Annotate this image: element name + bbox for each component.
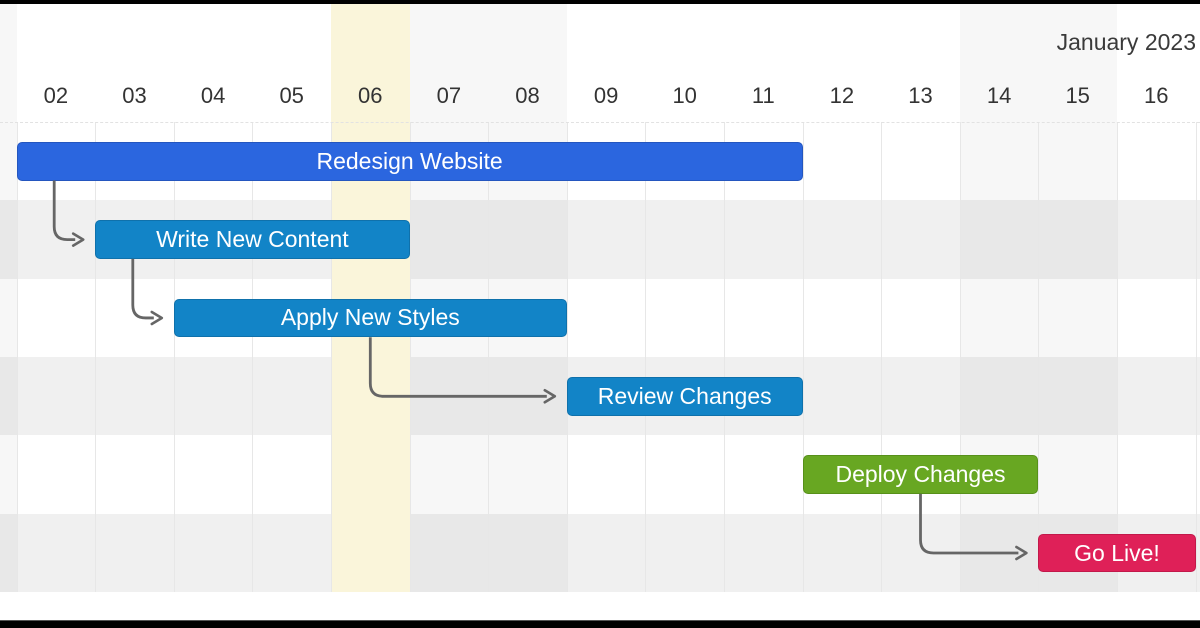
bottom-border-bar (0, 620, 1200, 628)
dependency-arrow (52, 180, 85, 247)
dependency-arrow (919, 493, 1028, 561)
dependency-arrow (368, 337, 557, 404)
dependency-arrow (131, 258, 164, 326)
top-border-bar (0, 0, 1200, 4)
month-label: January 2023 (1056, 29, 1196, 55)
